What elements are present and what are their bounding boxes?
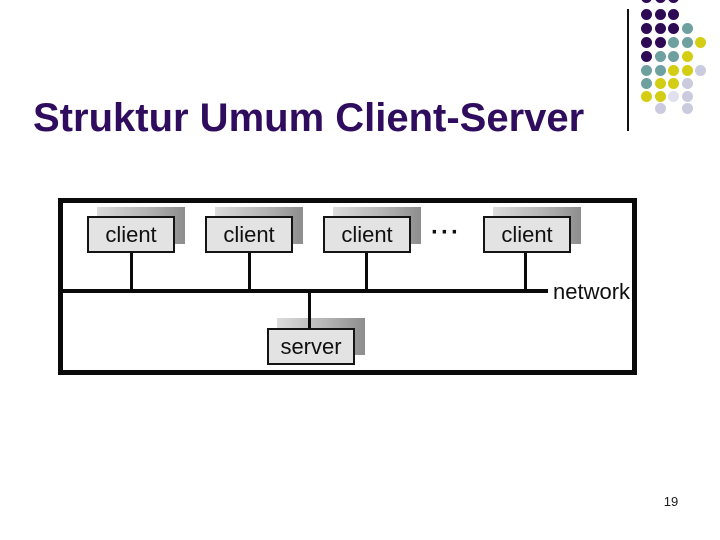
decorative-dot [668,51,679,62]
decorative-dot [668,0,679,3]
client-box: client [87,216,175,253]
decorative-dot [641,23,652,34]
decorative-dot [654,78,666,89]
decorative-dot [641,9,652,20]
decorative-dot [668,37,679,48]
decorative-dot [681,37,693,48]
decorative-dot [668,23,679,34]
client-network-link [130,253,133,293]
decorative-dot [654,65,666,76]
decorative-dot [654,0,666,3]
client-network-link [248,253,251,293]
decorative-dot [681,23,693,34]
server-label: server [280,333,342,359]
client-box: client [323,216,411,253]
decorative-dot [641,37,652,48]
decorative-dot [681,91,693,102]
decorative-dot [681,65,693,76]
client-label: client [223,221,275,247]
decorative-dot [695,65,706,76]
decorative-dot [654,37,666,48]
slide-title: Struktur Umum Client-Server [33,96,585,140]
decorative-dot [654,23,666,34]
decorative-dot [668,65,679,76]
decorative-dot [641,0,652,3]
decorative-dot [695,37,706,48]
decorative-dot [654,51,666,62]
decorative-dot [654,103,666,114]
decorative-dot [681,51,693,62]
decorative-vertical-line [627,9,629,131]
network-label: network [553,279,631,304]
decorative-dot [668,9,679,20]
client-box: client [205,216,293,253]
network-bus-line [63,289,548,293]
client-label: client [501,221,553,247]
server-network-link [308,289,311,332]
client-server-diagram: client client client client ··· network … [58,198,637,375]
client-label: client [341,221,393,247]
client-label: client [105,221,157,247]
server-box: server [267,328,355,365]
decorative-dot [654,91,666,102]
decorative-dot [641,78,652,89]
decorative-dot [654,9,666,20]
decorative-dot [641,51,652,62]
decorative-dot [668,91,679,102]
decorative-dot [641,65,652,76]
page-number: 19 [663,494,679,509]
decorative-dot [668,78,679,89]
client-network-link [365,253,368,293]
decorative-dot [681,78,693,89]
decorative-dot [641,91,652,102]
decorative-dot [681,103,693,114]
client-box: client [483,216,571,253]
client-network-link [524,253,527,293]
more-clients-ellipsis: ··· [431,219,461,246]
